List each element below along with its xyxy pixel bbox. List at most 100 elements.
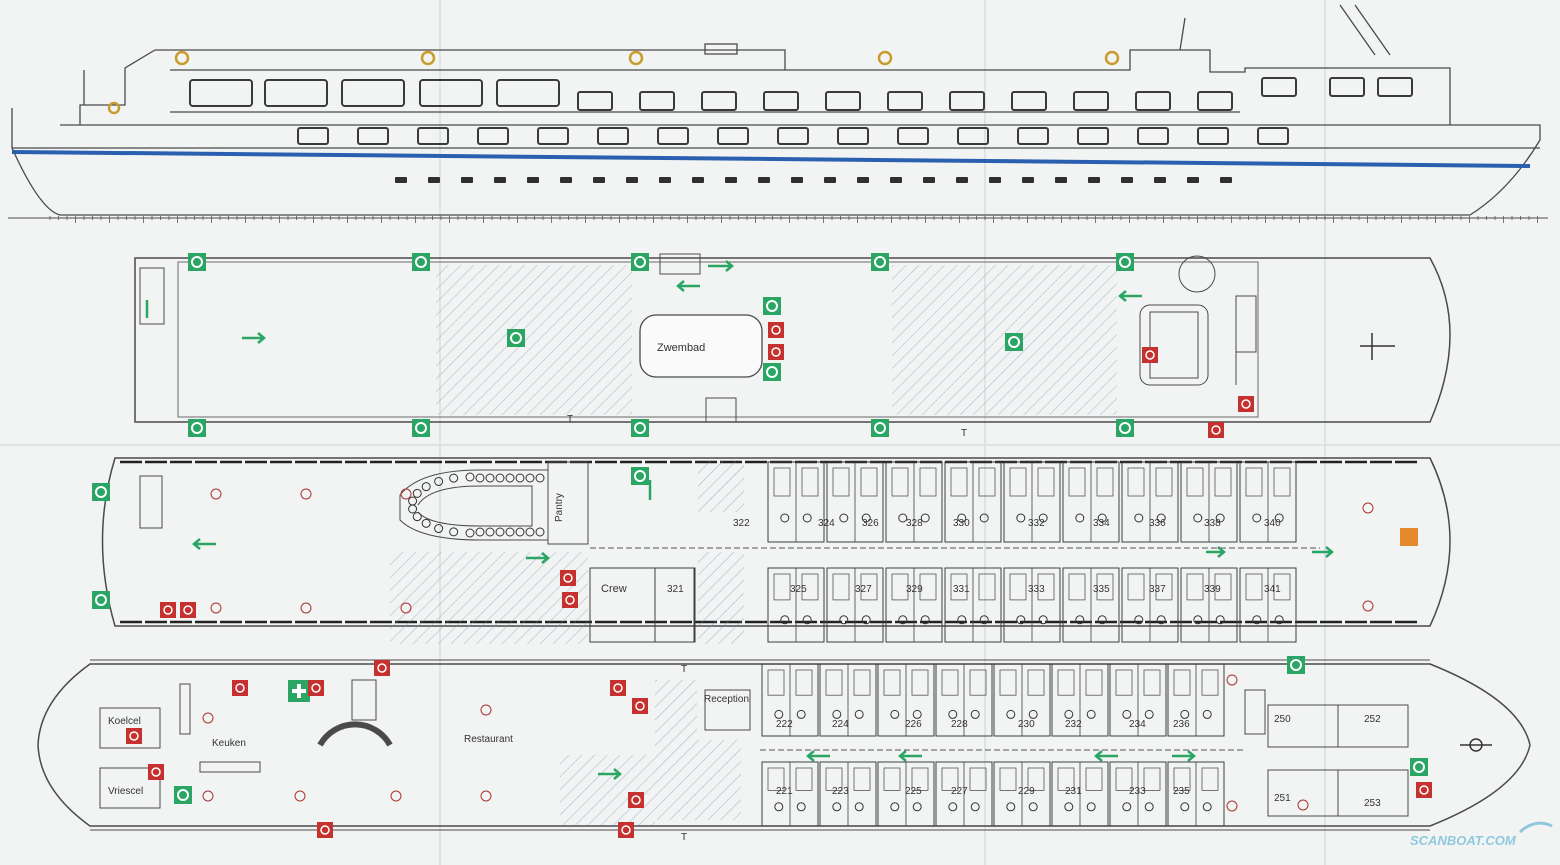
cabin-window [537,127,569,145]
bed [1068,573,1086,601]
cabin-number: 221 [776,786,793,797]
toilet-icon [861,513,871,523]
toilet-icon [832,709,842,719]
lifebuoy-icon [107,101,121,115]
hose-reel-icon [565,595,575,605]
first-aid-cross-icon [292,684,306,698]
cabin-window [897,127,929,145]
escape-arrow-head [806,750,815,762]
bridge-window [1377,77,1413,97]
porthole [692,177,704,183]
toilet-icon [890,709,900,719]
lifebuoy-icon [874,256,886,268]
kitchen-counter [199,761,261,773]
cabin-number: 327 [855,584,872,595]
cabin-number: 340 [1264,518,1281,529]
chair [475,527,485,537]
lifebuoy-sign-icon [871,253,889,271]
cabin-window [1197,127,1229,145]
panorama-window [341,79,405,107]
bed [1096,573,1114,601]
lifebuoy-icon [634,470,646,482]
lifebuoy-sign-icon [92,591,110,609]
cabin-window [837,127,869,145]
toilet-icon [1006,709,1016,719]
lifebuoy-icon [1008,336,1020,348]
fire-equipment-icon [768,344,784,360]
escape-arrow-head [541,552,550,564]
toilet-icon [1274,513,1284,523]
bed [883,669,901,696]
fire-equipment-icon [628,792,644,808]
toilet-icon [1202,802,1212,812]
escape-arrow-head [1187,750,1196,762]
toilet-icon [1038,513,1048,523]
fire-equipment-icon [618,822,634,838]
toilet-icon [774,709,784,719]
bed [1143,669,1161,696]
chair [505,527,515,537]
toilet-icon [854,709,864,719]
lifebuoy-icon [634,422,646,434]
bed [1245,573,1263,601]
cabin-window [1011,91,1047,111]
hose-reel-icon [563,573,573,583]
watermark-text: SCANBOAT.COM [1410,833,1517,848]
bed [978,573,996,601]
cabin-number: 338 [1204,518,1221,529]
cabin-window [887,91,923,111]
pantry-room [547,461,589,545]
fire-equipment-icon [1238,396,1254,412]
bed [941,669,959,696]
reception-label: Reception [704,694,749,705]
chair [515,527,525,537]
staircase [139,475,163,529]
panorama-window [189,79,253,107]
porthole [527,177,539,183]
cabin-number: 334 [1093,518,1110,529]
cabin-number: 337 [1149,584,1166,595]
scanboat-watermark: SCANBOAT.COM [1410,821,1553,848]
cabin-number: 329 [906,584,923,595]
fire-equipment-icon [317,822,333,838]
sun-deck-outline [134,257,1451,423]
chair [465,528,475,538]
toilet-icon [1016,513,1026,523]
hose-reel-icon [163,605,173,615]
sun-deck: Zwembad T T [134,253,1451,439]
bed [1173,669,1191,696]
extinguisher-icon [202,790,214,802]
staircase [351,679,377,721]
porthole [956,177,968,183]
lifebuoy-sign-icon [1005,333,1023,351]
bed [1009,573,1027,601]
cabin-number: 326 [862,518,879,529]
porthole [560,177,572,183]
cabin-window [477,127,509,145]
bed [891,573,909,601]
bed [860,467,878,497]
sun-deck-hatched-area [892,265,1117,415]
cabin-window [657,127,689,145]
frame-ruler [49,216,1538,223]
portholes [395,177,1232,183]
escape-arrow-head [613,768,622,780]
bed [1214,467,1232,497]
freezer-label: Vriescel [108,786,143,797]
porthole [923,177,935,183]
toilet-icon [1193,615,1203,625]
toilet-icon [1193,513,1203,523]
lifebuoy-sign-icon [631,419,649,437]
extinguisher-icon [300,602,312,614]
cabin-number: 336 [1149,518,1166,529]
cabin-number: 330 [953,518,970,529]
toilet-icon [920,513,930,523]
cabin-number: 251 [1274,793,1291,804]
cabin-window [717,127,749,145]
bed [1173,767,1191,791]
lifebuoy-icon [191,422,203,434]
cabin-number: 339 [1204,584,1221,595]
bed [1115,669,1133,696]
